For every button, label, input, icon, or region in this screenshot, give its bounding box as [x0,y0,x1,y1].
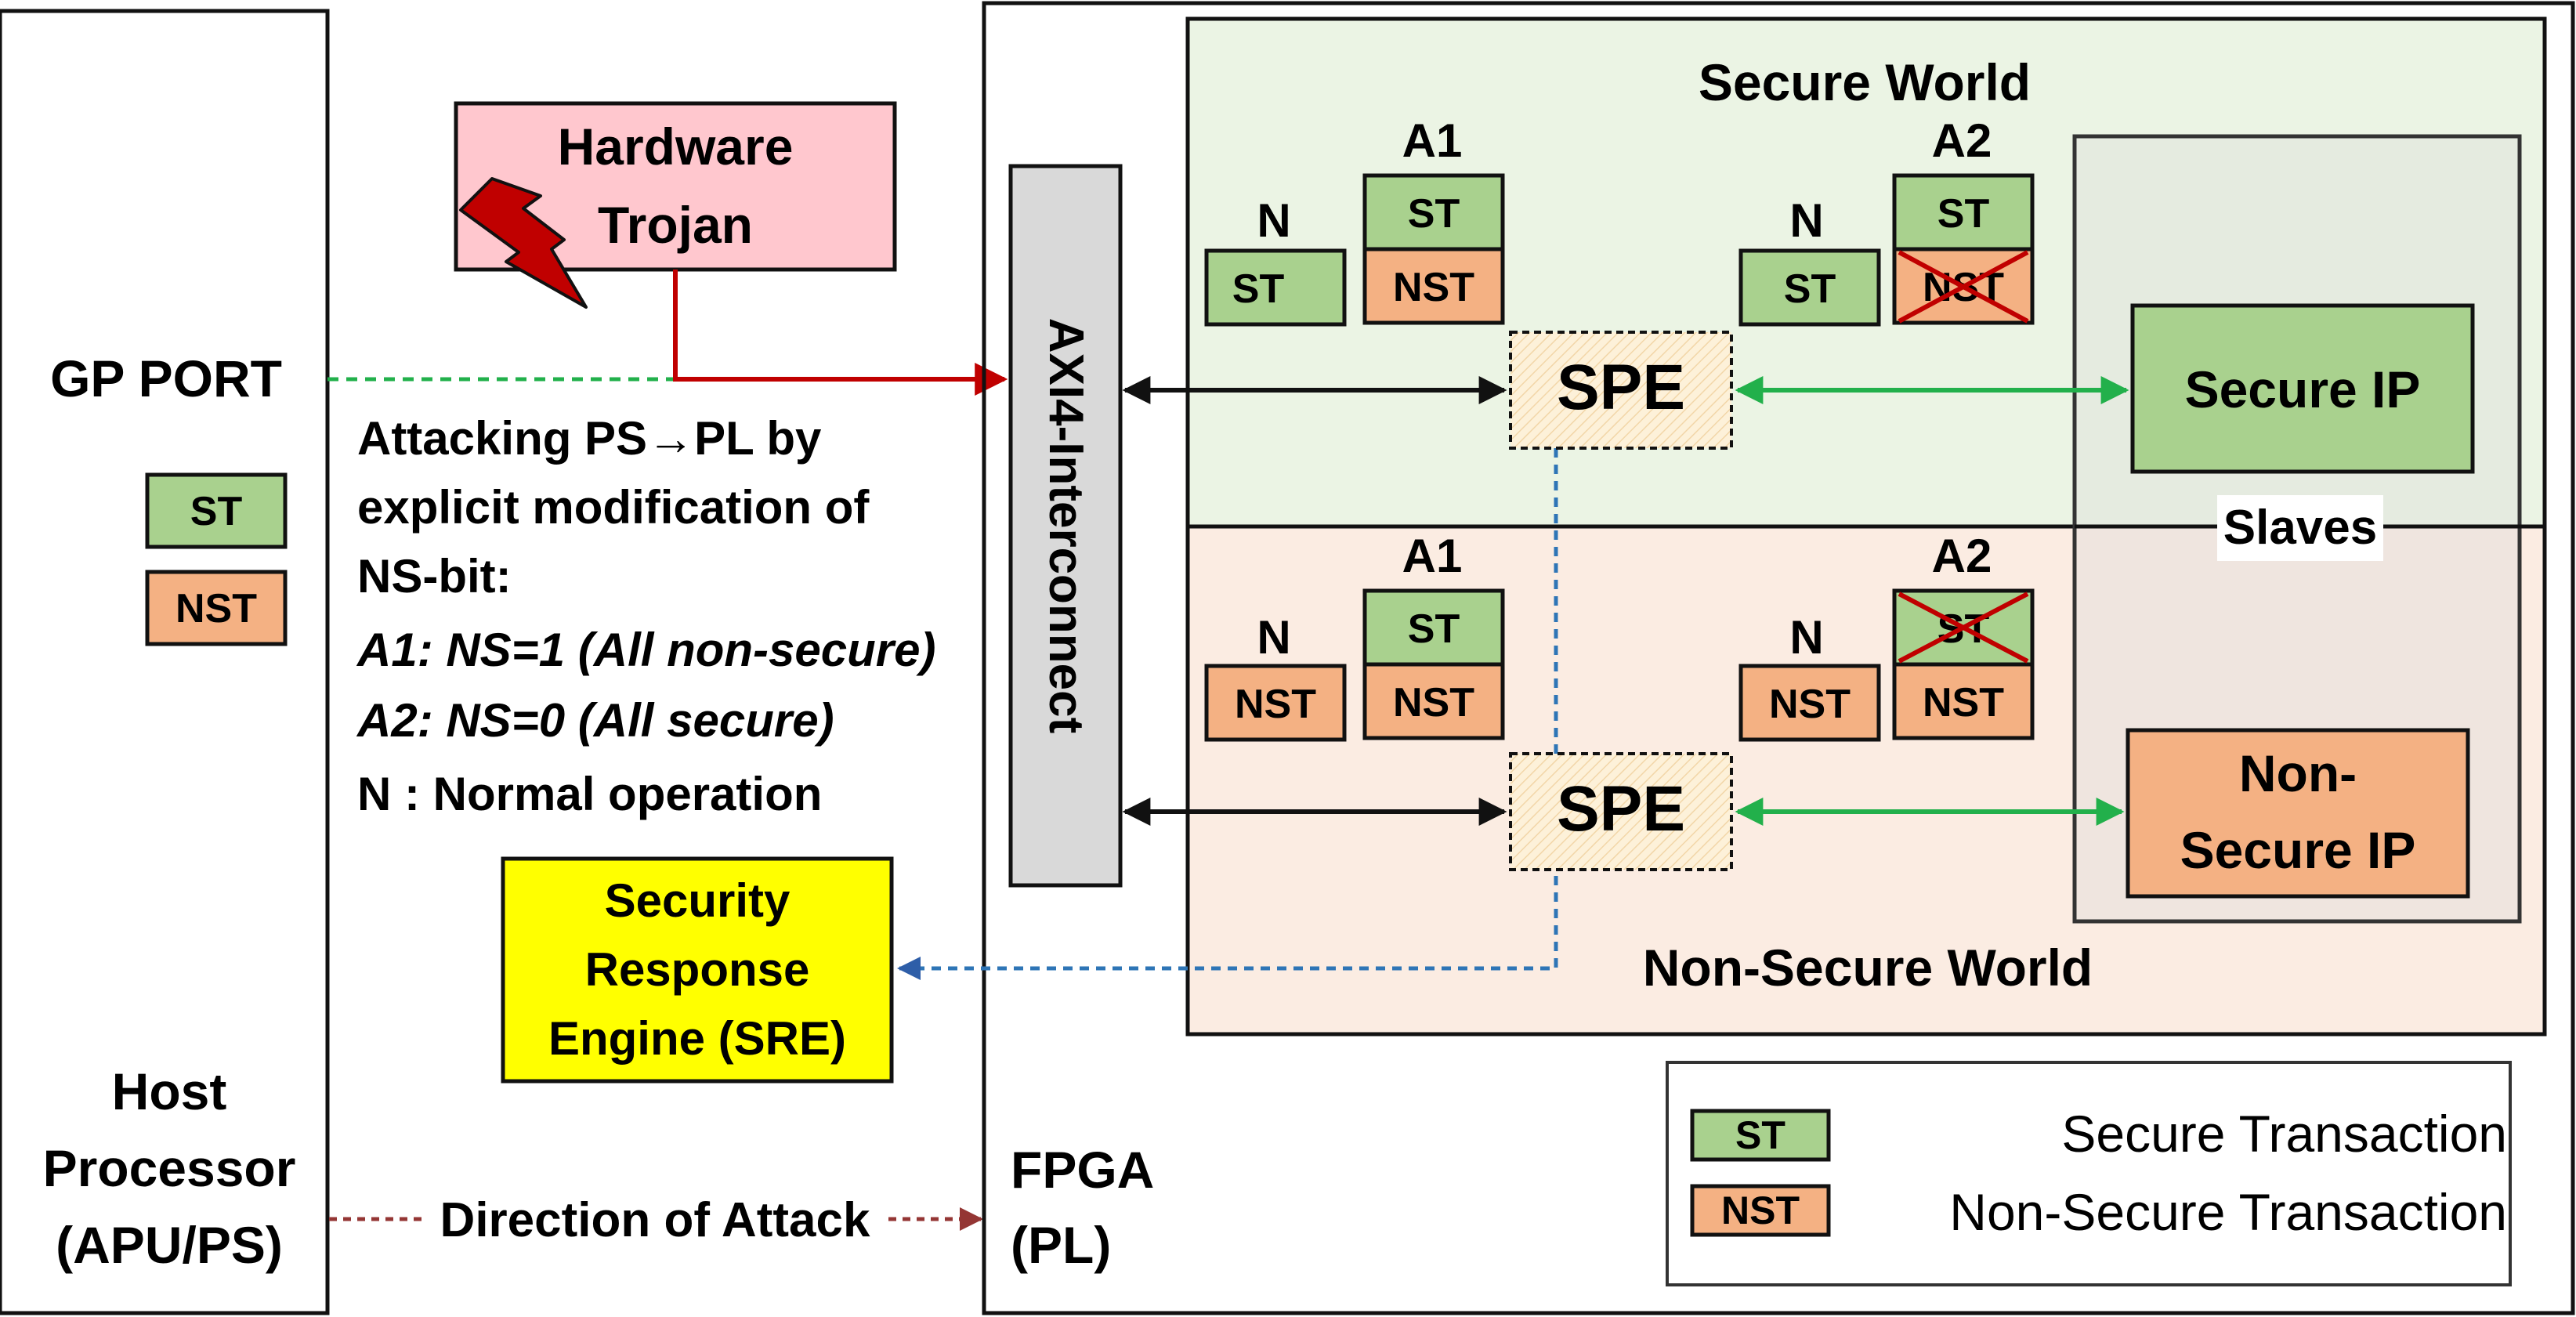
spe-secure-box [1509,331,1733,450]
non-secure-ip-box [2126,728,2470,899]
secure-n-st-tag [1204,248,1347,327]
slaves-label-bg [2217,495,2383,561]
host-st-label: ST [190,489,243,534]
host-nst-tag [145,570,288,646]
secure-n-st-label: ST [1232,266,1285,312]
slaves-label: Slaves [2223,501,2378,555]
spe-non-secure-label: SPE [1557,773,1685,845]
host-st-tag [145,472,288,549]
legend-st-tag: ST [1735,1113,1785,1157]
host-processor-label: Host Processor (APU/PS) [43,1062,296,1274]
nonsecure-a1-nst-label: NST [1393,680,1474,725]
nonsecure-n-nst-label: NST [1235,682,1316,727]
direction-of-attack-label: Direction of Attack [440,1193,870,1247]
svg-text:Attacking PS→PL by: Attacking PS→PL by [357,412,822,465]
legend-nst-tag: NST [1721,1189,1800,1232]
secure-a2-nst-cross-icon [1898,250,2029,324]
legend-box [1666,1061,2512,1286]
svg-text:Processor: Processor [43,1139,296,1197]
nonsecure-n-nst-tag [1204,664,1347,742]
legend-nst-swatch [1690,1184,1831,1237]
nonsecure-a2-nst-label: NST [1923,680,2004,725]
svg-text:A1: NS=1 (All non-secure): A1: NS=1 (All non-secure) [356,624,936,676]
host-nst-label: NST [175,586,257,631]
axi4-interconnect-label: AXI4-Interconnect [1039,318,1093,734]
spe-non-secure-box [1509,752,1733,871]
secure-a1-st-label: ST [1408,191,1460,237]
attack-description: Attacking PS→PL by explicit modification… [356,412,936,820]
nonsecure-n2-label: N [1789,611,1823,664]
gp-port-label: GP PORT [50,349,282,407]
legend-nst-desc: Non-Secure Transaction [1949,1183,2507,1241]
secure-n2-label: N [1789,194,1823,247]
sre-label-line3: Engine (SRE) [548,1012,846,1065]
svg-text:(APU/PS): (APU/PS) [56,1216,283,1274]
secure-a1-nst-label: NST [1393,265,1474,310]
secure-ip-box [2130,303,2475,474]
secure-n2-st-tag [1738,248,1881,327]
svg-text:A2: NS=0 (All secure): A2: NS=0 (All secure) [356,694,834,747]
legend-st-desc: Secure Transaction [2061,1105,2507,1163]
non-secure-world-label: Non-Secure World [1643,939,2093,997]
svg-text:NS-bit:: NS-bit: [357,550,512,602]
spe-to-sre-dashed-link [897,448,1558,980]
svg-text:Host: Host [112,1062,227,1120]
fpga-box [982,1,2575,1315]
nonsecure-a1-st-label: ST [1408,606,1460,652]
non-secure-ip-label-line2: Secure IP [2180,821,2416,879]
security-response-engine-box [501,856,894,1084]
secure-a2-st-label: ST [1937,191,1990,237]
non-secure-ip-label-line1: Non- [2239,744,2357,802]
host-processor-box [0,9,330,1315]
svg-text:N : Normal operation: N : Normal operation [357,768,822,820]
nonsecure-a1-st-tag [1362,588,1505,667]
spe-secure-label: SPE [1557,352,1685,423]
secure-n-label: N [1257,194,1290,247]
nonsecure-n2-nst-label: NST [1769,682,1851,727]
svg-text:explicit modification of: explicit modification of [357,481,870,534]
fpga-label-line1: FPGA [1011,1141,1154,1199]
legend-st-swatch [1690,1109,1831,1162]
secure-a2-label: A2 [1932,114,1992,167]
sre-label-line1: Security [605,874,791,927]
trojan-attack-arrow [673,270,1008,396]
nonsecure-a2-st-cross-icon [1898,592,2029,664]
nonsecure-n-label: N [1257,611,1290,664]
secure-a1-nst-tag [1362,247,1505,325]
secure-a1-label: A1 [1402,114,1463,167]
trojan-label-line2: Trojan [598,196,753,254]
secure-world-label: Secure World [1699,53,2031,111]
fpga-label-line2: (PL) [1011,1216,1111,1274]
nonsecure-a1-nst-tag [1362,662,1505,740]
nonsecure-n2-nst-tag [1738,664,1881,742]
nonsecure-a1-label: A1 [1402,530,1463,582]
trojan-label-line1: Hardware [558,118,794,175]
secure-a2-st-tag [1892,173,2035,251]
secure-ip-label: Secure IP [2185,360,2421,418]
secure-n2-st-label: ST [1784,266,1836,312]
nonsecure-a2-label: A2 [1932,530,1992,582]
nonsecure-a2-nst-tag [1892,662,2035,740]
axi4-interconnect-box [1008,164,1123,888]
sre-label-line2: Response [585,943,810,996]
lightning-bolt-icon [459,177,588,309]
secure-a1-st-tag [1362,173,1505,251]
